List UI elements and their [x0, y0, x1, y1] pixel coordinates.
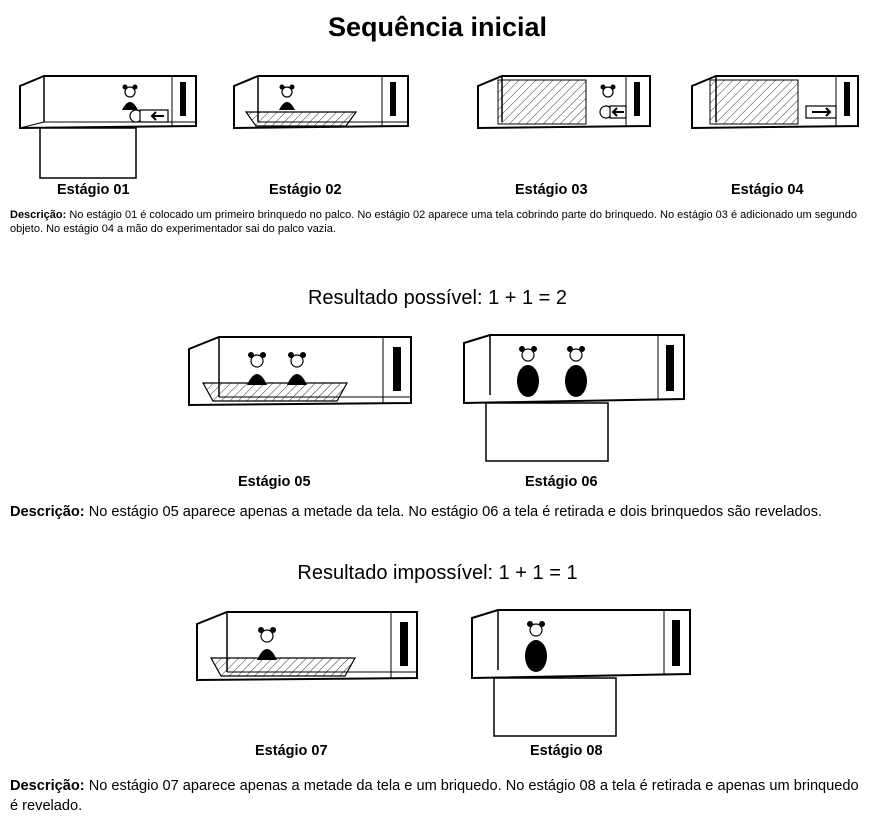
hand [599, 105, 627, 119]
description-lead: Descrição: [10, 778, 85, 794]
stage-front-panel [493, 677, 617, 737]
description-2: Descrição: No estágio 05 aparece apenas … [10, 502, 870, 522]
description-text: No estágio 05 aparece apenas a metade da… [84, 504, 823, 520]
stage-label-01: Estágio 01 [57, 182, 130, 198]
stage-08-illustration [471, 609, 691, 737]
stage-label-04: Estágio 04 [731, 182, 804, 198]
toy-bear [525, 621, 547, 672]
stage-01-illustration [19, 75, 197, 179]
stage-label-06: Estágio 06 [525, 474, 598, 490]
stage-07-illustration [196, 611, 418, 682]
stage-06-illustration [463, 334, 685, 462]
stage-label-07: Estágio 07 [255, 743, 328, 759]
screen [209, 657, 357, 677]
description-1: Descrição: No estágio 01 é colocado um p… [10, 208, 870, 236]
stage-label-08: Estágio 08 [530, 743, 603, 759]
screen [709, 79, 799, 125]
toy-bear [247, 352, 267, 385]
stage-front-panel [485, 402, 609, 462]
page-title: Sequência inicial [327, 12, 548, 42]
toy-bear [122, 84, 138, 110]
stage-label-02: Estágio 02 [269, 182, 342, 198]
description-text: No estágio 01 é colocado um primeiro bri… [10, 209, 857, 235]
hand [129, 109, 169, 123]
hand [805, 105, 837, 119]
stage-05-illustration [188, 336, 412, 407]
stage-label-05: Estágio 05 [238, 474, 311, 490]
screen [244, 111, 358, 127]
stage-label-03: Estágio 03 [515, 182, 588, 198]
toy-bear [517, 346, 539, 397]
stage-front-panel [39, 127, 137, 179]
result-possible: Resultado possível: 1 + 1 = 2 [307, 287, 568, 309]
description-lead: Descrição: [10, 504, 85, 520]
stage-04-illustration [691, 75, 859, 130]
description-3: Descrição: No estágio 07 aparece apenas … [10, 776, 870, 816]
toy-bear [257, 627, 277, 660]
description-lead: Descrição: [10, 209, 67, 221]
toy-bear [600, 84, 616, 98]
toy-bear [287, 352, 307, 385]
toy-bear [279, 84, 295, 110]
screen [201, 382, 349, 402]
stage-03-illustration [477, 75, 651, 130]
stage-box [19, 75, 197, 130]
toy-bear [565, 346, 587, 397]
screen [497, 79, 587, 125]
stage-02-illustration [233, 75, 409, 130]
result-impossible: Resultado impossível: 1 + 1 = 1 [297, 562, 578, 584]
stage-door [180, 82, 186, 116]
description-text: No estágio 07 aparece apenas a metade da… [10, 778, 859, 814]
